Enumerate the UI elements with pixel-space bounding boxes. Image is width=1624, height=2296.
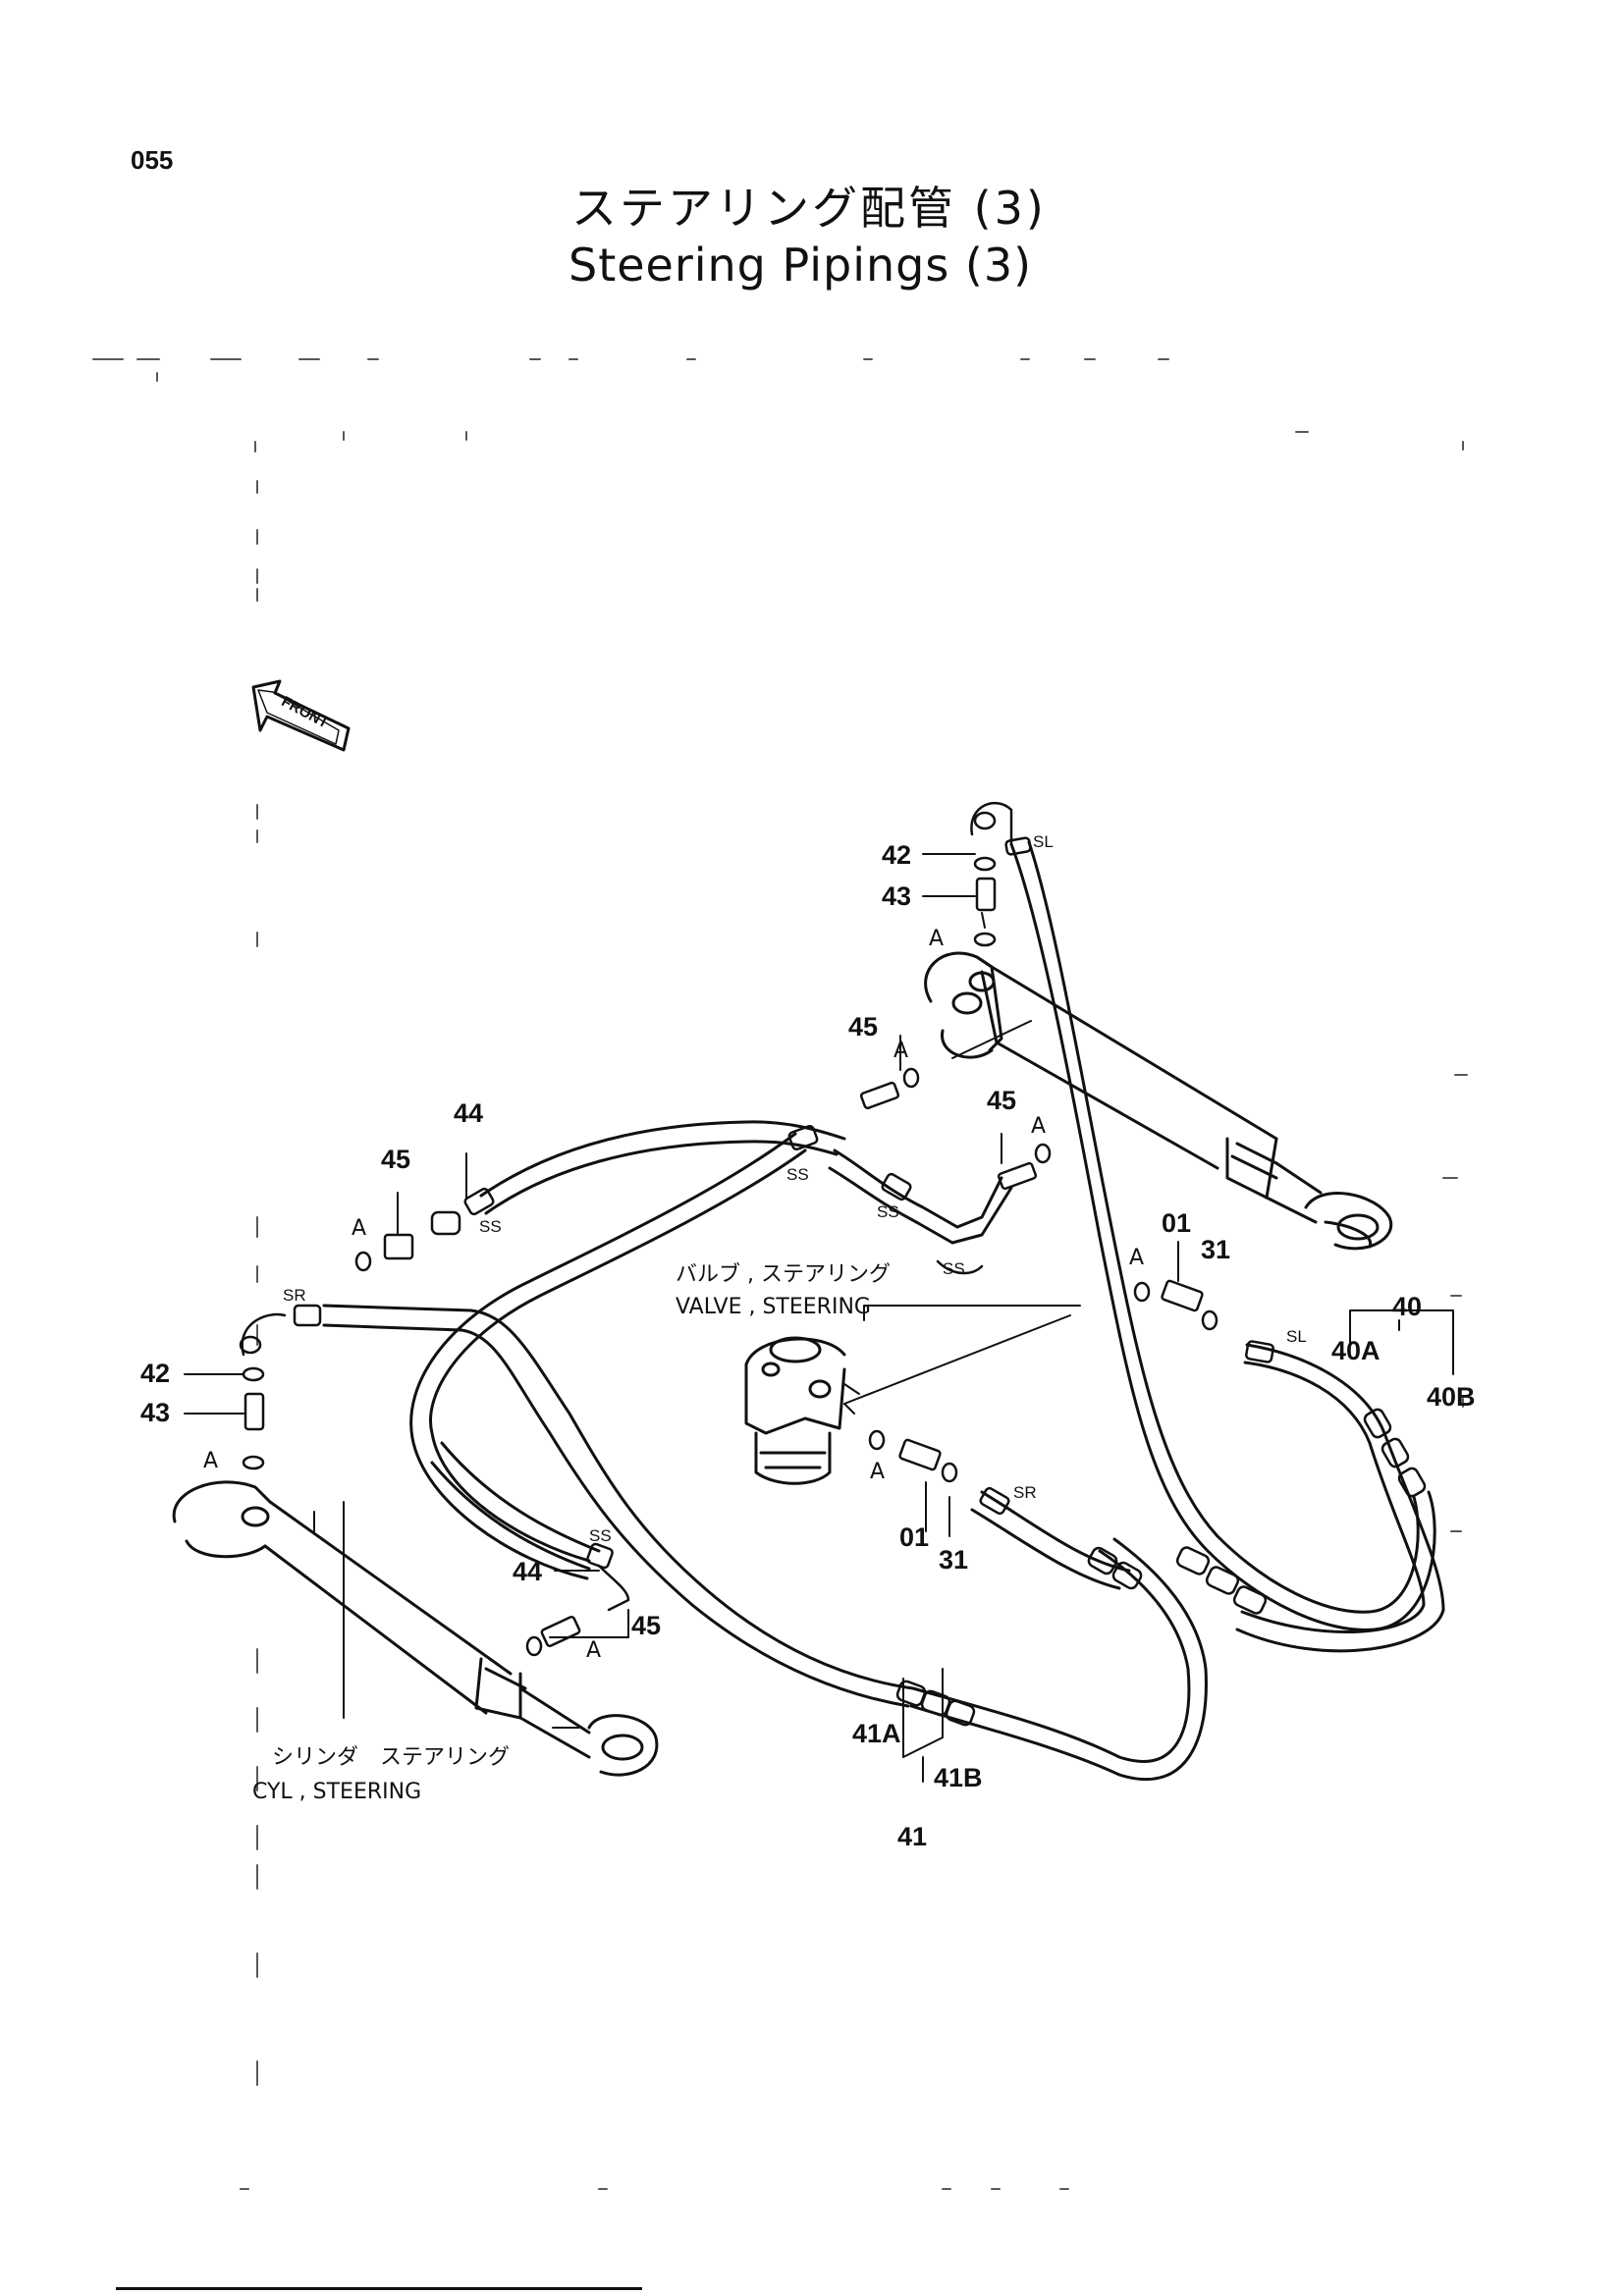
page-title-japanese: ステアリング配管 (3) <box>571 182 1047 235</box>
steering-cylinder-right <box>924 951 1393 1251</box>
part-label-41b: 41B <box>934 1763 983 1792</box>
part-label-40a: 40A <box>1331 1336 1380 1365</box>
part-label-43-left: 43 <box>140 1398 170 1427</box>
part-label-41a: 41A <box>852 1719 901 1748</box>
front-arrow-icon <box>251 679 351 752</box>
hose-sr-valve <box>970 1490 1131 1590</box>
port-label-ss-4: SS <box>589 1526 612 1545</box>
part-label-a-43-left: A <box>203 1449 218 1473</box>
valve-caption-japanese: バルブ , ステアリング <box>676 1262 891 1287</box>
hose-couplings <box>293 836 1427 1727</box>
part-label-a-valve: A <box>870 1460 885 1484</box>
part-label-45-left: 45 <box>381 1145 410 1174</box>
port-label-sr-left: SR <box>283 1286 306 1305</box>
pipe-right-ss <box>828 1148 1013 1245</box>
part-label-45-right: 45 <box>987 1086 1016 1115</box>
hose-sl-long <box>1009 840 1436 1631</box>
part-label-31-valve: 31 <box>939 1545 968 1575</box>
part-label-a-left: A <box>352 1216 366 1241</box>
part-label-45-bottom: 45 <box>631 1611 661 1640</box>
page-number: 055 <box>131 145 174 175</box>
part-label-42-top: 42 <box>882 840 911 870</box>
part-label-31-right: 31 <box>1201 1235 1230 1264</box>
small-parts <box>242 856 1218 1657</box>
fitting-elbows <box>239 801 1013 1612</box>
part-label-41: 41 <box>897 1822 927 1851</box>
port-label-ss-2: SS <box>877 1202 899 1221</box>
part-label-40: 40 <box>1392 1292 1422 1321</box>
page-title-english: Steering Pipings (3) <box>568 239 1033 292</box>
part-label-44-bottom: 44 <box>513 1557 542 1586</box>
port-label-ss-1: SS <box>786 1165 809 1184</box>
part-label-a-01-right: A <box>1129 1246 1144 1270</box>
part-label-01-right: 01 <box>1162 1208 1191 1238</box>
leader-lines <box>184 853 1454 1783</box>
footer-rule <box>116 2287 642 2290</box>
valve-caption-english: VALVE , STEERING <box>676 1295 871 1319</box>
steering-cylinder-left <box>172 1480 659 1777</box>
part-label-43-top: 43 <box>882 881 911 911</box>
part-label-a-bottom: A <box>586 1638 601 1663</box>
port-label-ss-3: SS <box>479 1217 502 1236</box>
part-label-a-right: A <box>1031 1114 1046 1139</box>
part-label-a-top: A <box>929 927 944 951</box>
part-label-44-top: 44 <box>454 1098 483 1128</box>
pipe-ss-lower <box>430 1441 601 1571</box>
hose-41 <box>909 1537 1208 1782</box>
part-label-42-left: 42 <box>140 1359 170 1388</box>
cylinder-caption-english: CYL , STEERING <box>252 1780 421 1804</box>
port-label-sl-right: SL <box>1286 1327 1307 1346</box>
part-label-01-valve: 01 <box>899 1522 929 1552</box>
port-label-sl-top: SL <box>1033 832 1054 851</box>
part-label-45-mid: 45 <box>848 1012 878 1041</box>
port-label-ss-5: SS <box>943 1259 965 1278</box>
pipe-ss-to-valve <box>409 1132 807 1580</box>
cylinder-caption-japanese: シリンダ ステアリング <box>272 1745 510 1770</box>
scan-marks <box>92 358 1468 2190</box>
hose-40 <box>1235 1343 1445 1653</box>
part-label-40b: 40B <box>1427 1382 1476 1412</box>
port-label-sr-valve: SR <box>1013 1483 1037 1502</box>
pipe-sr-to-41 <box>322 1304 915 1708</box>
part-label-a-mid: A <box>893 1039 908 1063</box>
steering-valve <box>744 1336 860 1485</box>
